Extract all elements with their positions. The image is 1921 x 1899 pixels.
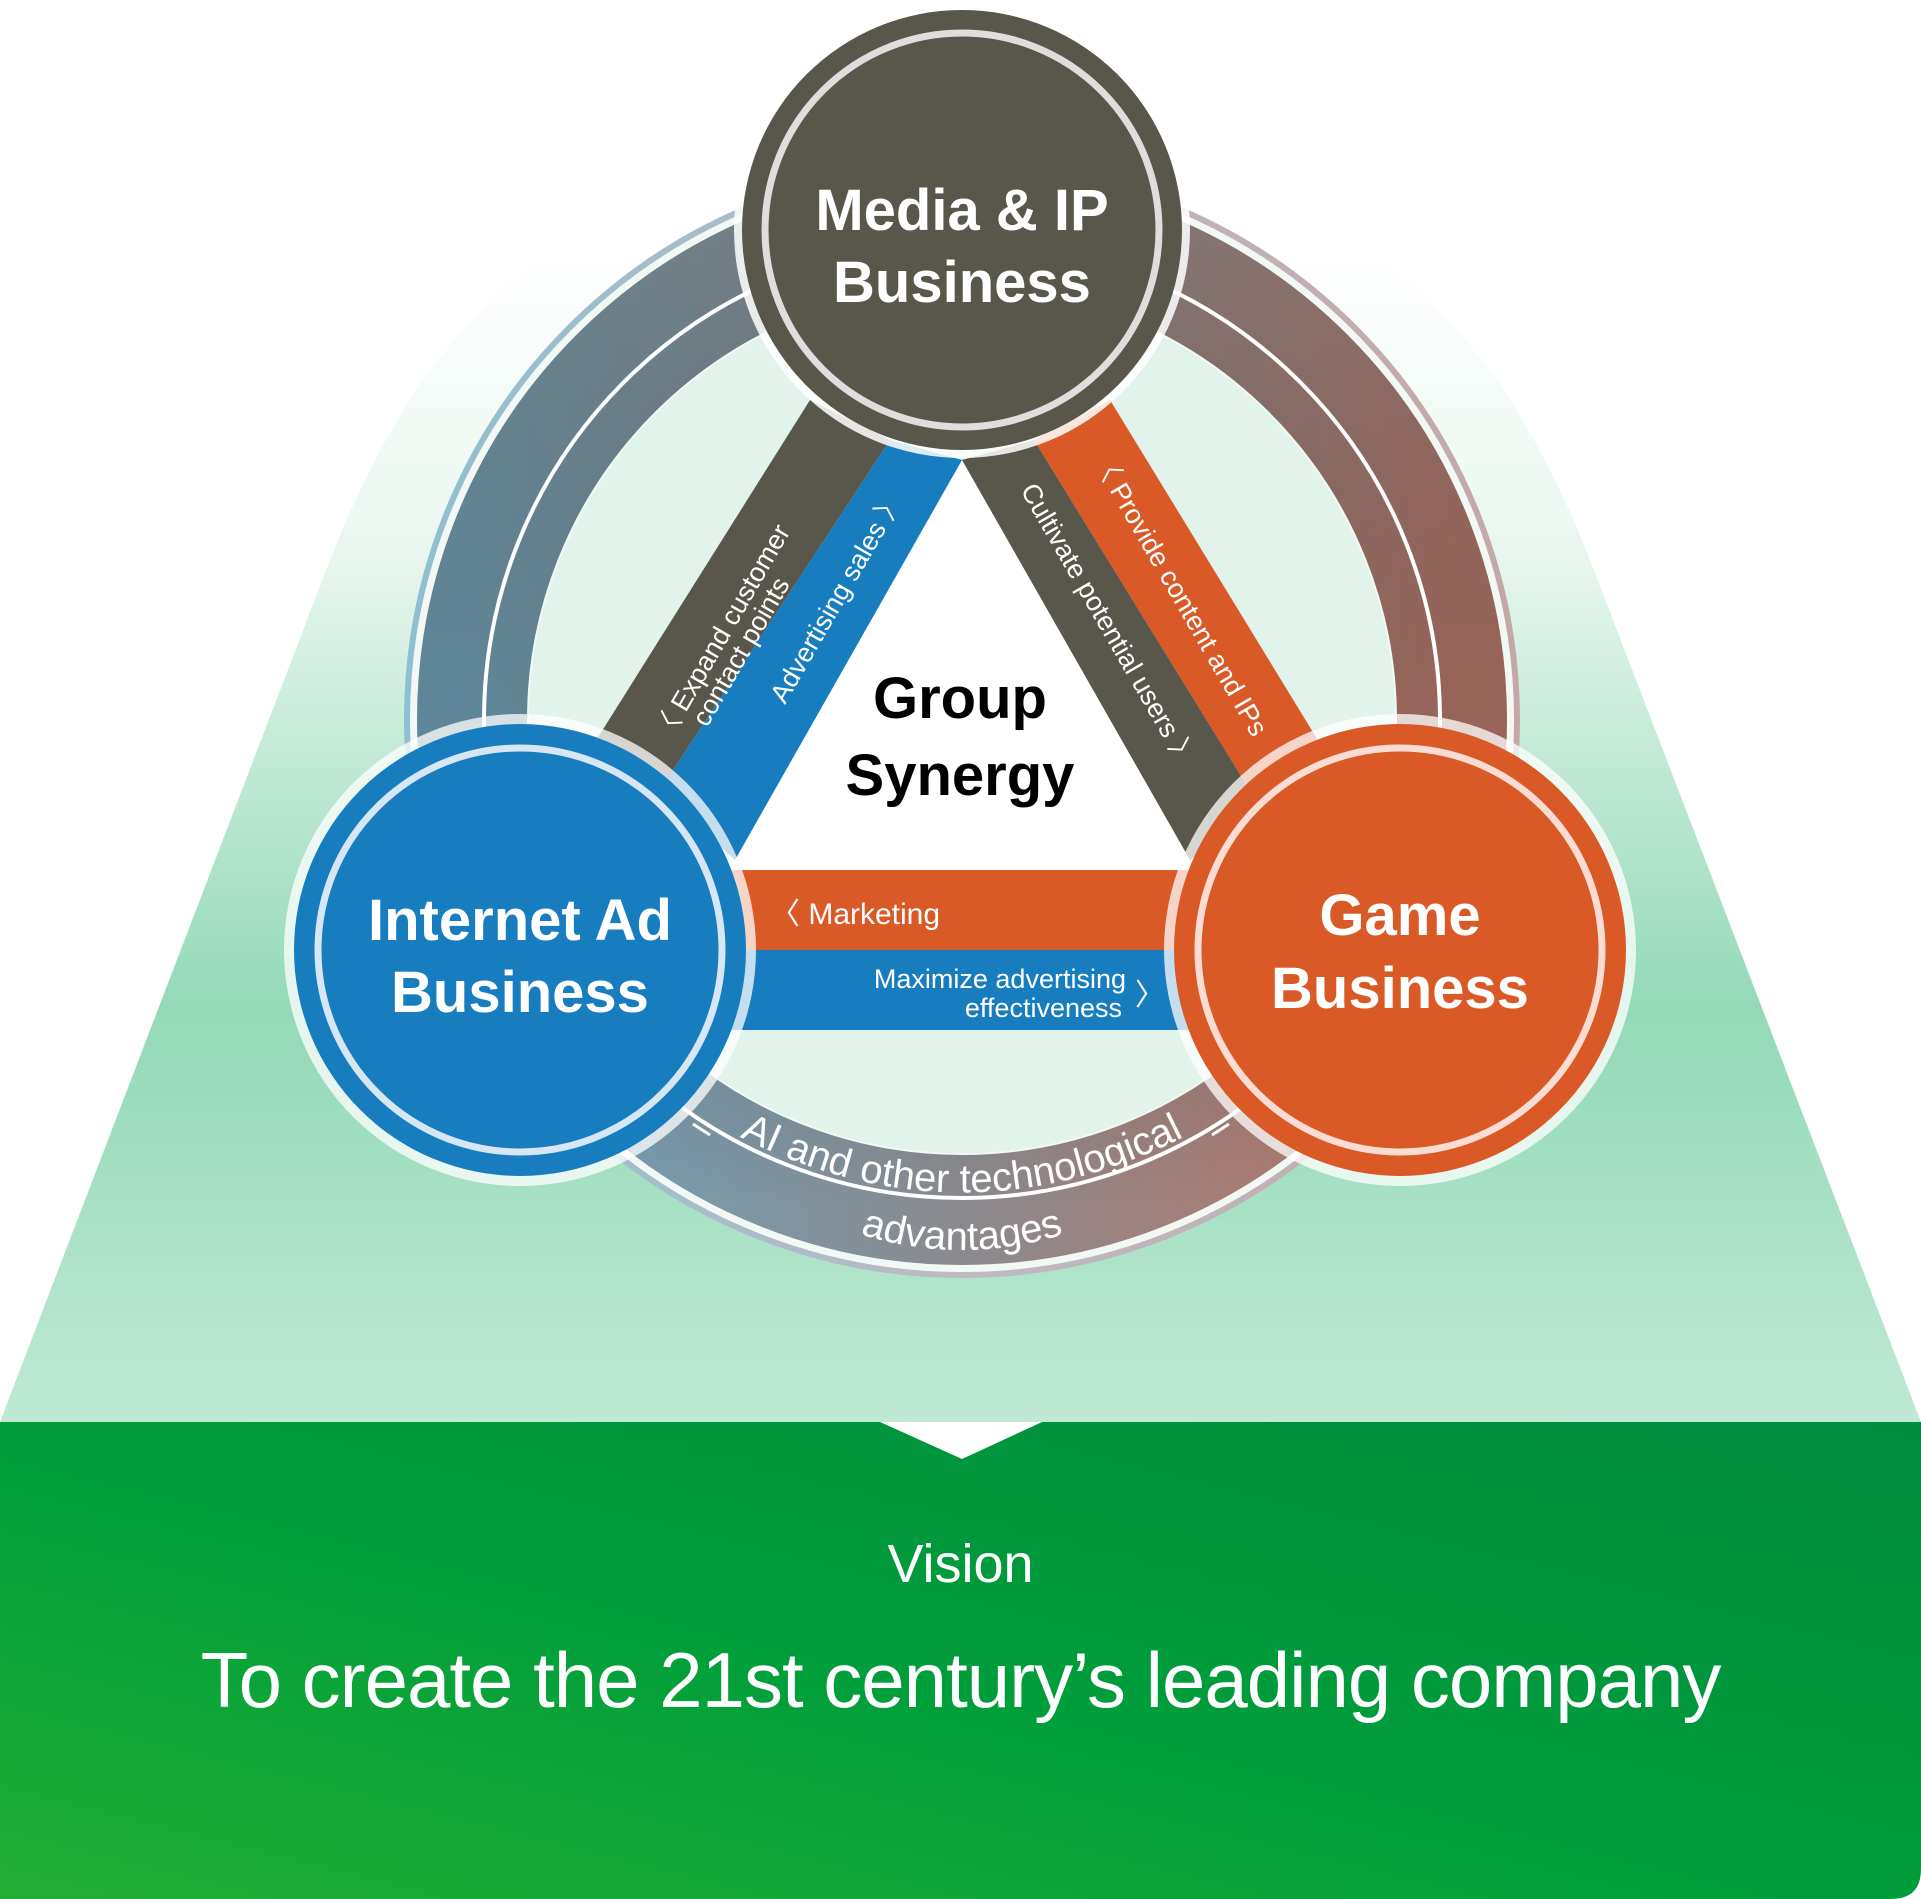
- marketing-label: 〈 Marketing: [770, 898, 940, 931]
- media-ip-label-line1: Media & IP: [815, 178, 1108, 243]
- group-synergy-line1: Group: [873, 666, 1047, 731]
- maximize-effectiveness-label-line2: effectiveness: [965, 993, 1122, 1023]
- vision-statement: To create the 21st century’s leading com…: [200, 1636, 1722, 1724]
- band-cultivate-users: [962, 440, 1262, 860]
- maximize-effectiveness-arrow: 〉: [1135, 979, 1165, 1012]
- internet-ad-label-line2: Business: [391, 960, 649, 1025]
- internet-ad-business-node[interactable]: [284, 714, 756, 1186]
- band-marketing: [730, 870, 1200, 950]
- band-maximize-effectiveness: [700, 950, 1220, 1030]
- band-advertising-sales: [660, 440, 962, 860]
- game-label-line1: Game: [1319, 883, 1480, 948]
- media-ip-business-node[interactable]: [734, 2, 1190, 458]
- band-provide-content: [1034, 400, 1330, 810]
- ring-label-tick-right: [1211, 1122, 1230, 1137]
- maximize-effectiveness-label-line1: Maximize advertising: [874, 964, 1126, 994]
- game-business-node[interactable]: [1164, 714, 1636, 1186]
- game-label-line2: Business: [1271, 956, 1529, 1021]
- synergy-triangle: [724, 460, 1200, 870]
- vision-label: Vision: [887, 1534, 1034, 1594]
- group-synergy-line2: Synergy: [846, 743, 1075, 808]
- ring-label-tick-left: [692, 1122, 711, 1137]
- internet-ad-label-line1: Internet Ad: [368, 888, 672, 953]
- media-ip-label-line2: Business: [833, 250, 1091, 315]
- band-expand-contact: [590, 400, 890, 790]
- vision-box: [0, 1422, 1921, 1899]
